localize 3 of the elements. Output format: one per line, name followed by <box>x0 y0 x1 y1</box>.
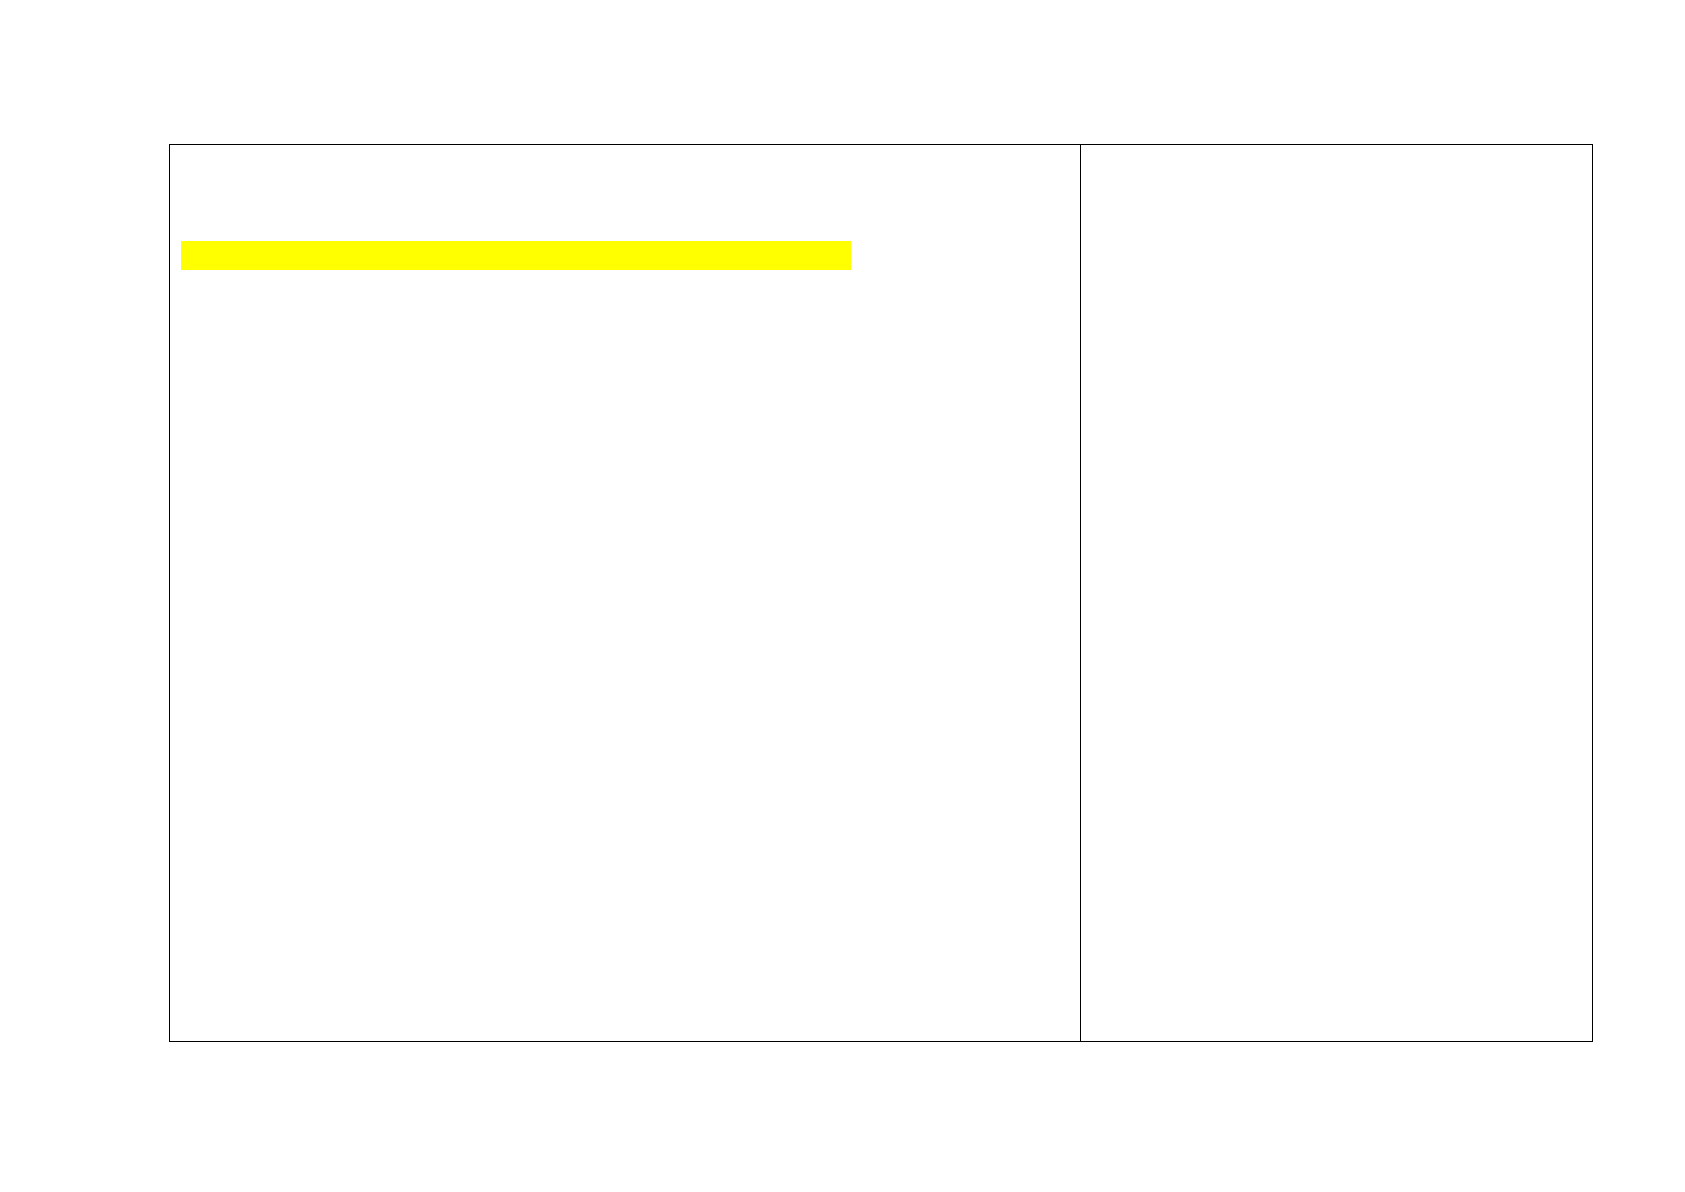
panel <box>169 144 1081 1042</box>
panel <box>1080 144 1593 1042</box>
highlight-bar <box>181 241 851 270</box>
